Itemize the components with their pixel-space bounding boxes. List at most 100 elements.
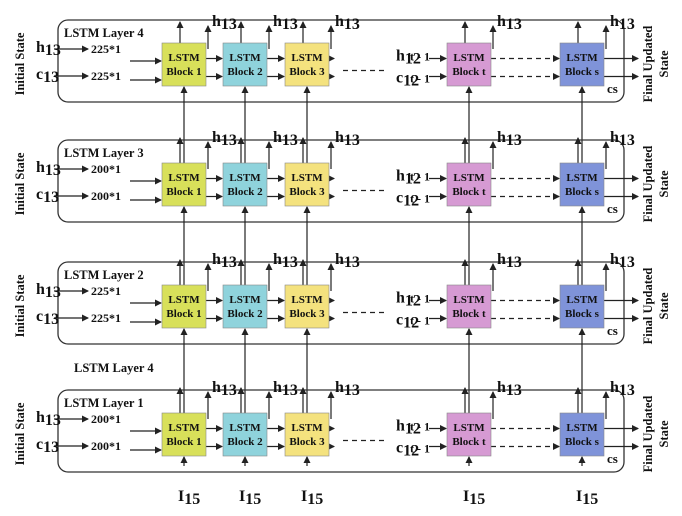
- svg-text:c13: c13: [36, 186, 59, 206]
- svg-text:h13: h13: [273, 251, 298, 271]
- block-name: Block 1: [166, 308, 201, 320]
- svg-text:h13: h13: [610, 129, 635, 149]
- layer-frame: [57, 389, 625, 473]
- svg-text:h13: h13: [212, 251, 237, 271]
- layer-frame: [57, 261, 625, 345]
- final-updated-label: Final Updated: [641, 268, 655, 345]
- block-title: LSTM: [566, 422, 598, 434]
- layer-title: LSTM Layer 4: [64, 26, 144, 40]
- block-name: Block t: [452, 308, 486, 320]
- final-updated-label: Final Updated: [641, 26, 655, 103]
- block-name: Block s: [565, 436, 600, 448]
- final-updated-label: Final Updated: [641, 146, 655, 223]
- lstm-block: [161, 284, 207, 329]
- lstm-block: [284, 284, 330, 329]
- dim-label: 225*1: [91, 311, 121, 325]
- block-name: Block s: [565, 66, 600, 78]
- block-title: LSTM: [229, 294, 261, 306]
- initial-state-label: Initial State: [13, 402, 27, 465]
- block-name: Block t: [452, 436, 486, 448]
- block-title: LSTM: [168, 172, 200, 184]
- svg-text:h13: h13: [497, 251, 522, 271]
- ct-minus-suffix: t - 1: [410, 192, 430, 206]
- initial-state-label: Initial State: [13, 32, 27, 95]
- lstm-block: [222, 162, 268, 207]
- ht-minus-suffix: t - 1: [410, 50, 430, 64]
- 9: I15: [178, 488, 200, 508]
- svg-text:h12: h12: [396, 290, 421, 310]
- svg-text:h13: h13: [36, 281, 61, 301]
- cs-label: cs: [607, 81, 618, 96]
- final-updated-label: Final Updated: [641, 396, 655, 473]
- svg-text:h12: h12: [396, 168, 421, 188]
- block-title: LSTM: [453, 172, 485, 184]
- block-title: LSTM: [229, 52, 261, 64]
- layer-frame: [57, 19, 625, 103]
- svg-text:h13: h13: [610, 379, 635, 399]
- final-state-label: State: [657, 420, 671, 448]
- svg-text:h13: h13: [212, 13, 237, 33]
- block-name: Block s: [565, 308, 600, 320]
- block-name: Block 2: [227, 308, 263, 320]
- block-title: LSTM: [566, 172, 598, 184]
- dim-label: 200*1: [91, 439, 121, 453]
- svg-text:c13: c13: [36, 436, 59, 456]
- layer-frame: [57, 139, 625, 223]
- block-name: Block 3: [289, 308, 325, 320]
- block-name: Block 3: [289, 186, 325, 198]
- block-name: Block 1: [166, 436, 201, 448]
- cs-label: cs: [607, 451, 618, 466]
- svg-text:h13: h13: [212, 379, 237, 399]
- block-name: Block 3: [289, 436, 325, 448]
- block-name: Block t: [452, 186, 486, 198]
- lstm-block: [559, 162, 605, 207]
- block-title: LSTM: [453, 52, 485, 64]
- svg-text:h13: h13: [212, 129, 237, 149]
- svg-text:h13: h13: [273, 13, 298, 33]
- block-name: Block t: [452, 66, 486, 78]
- lstm-block: [161, 162, 207, 207]
- stray-layer-label: LSTM Layer 4: [74, 361, 154, 375]
- initial-state-label: Initial State: [13, 152, 27, 215]
- block-title: LSTM: [291, 172, 323, 184]
- ht-minus-suffix: t - 1: [410, 292, 430, 306]
- svg-text:h13: h13: [497, 129, 522, 149]
- lstm-block: [222, 284, 268, 329]
- block-title: LSTM: [168, 294, 200, 306]
- svg-text:h13: h13: [497, 379, 522, 399]
- block-title: LSTM: [291, 52, 323, 64]
- block-name: Block 2: [227, 66, 263, 78]
- initial-state-label: Initial State: [13, 274, 27, 337]
- svg-text:c12: c12: [396, 440, 419, 460]
- lstm-block: [161, 412, 207, 457]
- lstm-block: [284, 42, 330, 87]
- ct-minus-suffix: t - 1: [410, 442, 430, 456]
- svg-text:c13: c13: [36, 308, 59, 328]
- svg-text:c13: c13: [36, 66, 59, 86]
- cs-label: cs: [607, 201, 618, 216]
- block-name: Block 2: [227, 186, 263, 198]
- svg-text:h13: h13: [335, 13, 360, 33]
- ht-minus-suffix: t - 1: [410, 170, 430, 184]
- svg-text:c12: c12: [396, 312, 419, 332]
- svg-text:h13: h13: [36, 409, 61, 429]
- block-title: LSTM: [291, 422, 323, 434]
- lstm-block: [446, 284, 492, 329]
- lstm-block: [446, 42, 492, 87]
- svg-text:h13: h13: [610, 13, 635, 33]
- layer-title: LSTM Layer 3: [64, 146, 144, 160]
- dim-label: 225*1: [91, 42, 121, 56]
- dim-label: 200*1: [91, 189, 121, 203]
- final-state-label: State: [657, 170, 671, 198]
- lstm-block: [222, 412, 268, 457]
- svg-text:h12: h12: [396, 418, 421, 438]
- lstm-block: [446, 412, 492, 457]
- svg-text:h13: h13: [335, 379, 360, 399]
- ct-minus-suffix: t - 1: [410, 314, 430, 328]
- ct-minus-suffix: t - 1: [410, 72, 430, 86]
- dim-label: 200*1: [91, 412, 121, 426]
- dim-label: 200*1: [91, 162, 121, 176]
- svg-text:h13: h13: [497, 13, 522, 33]
- svg-text:h13: h13: [610, 251, 635, 271]
